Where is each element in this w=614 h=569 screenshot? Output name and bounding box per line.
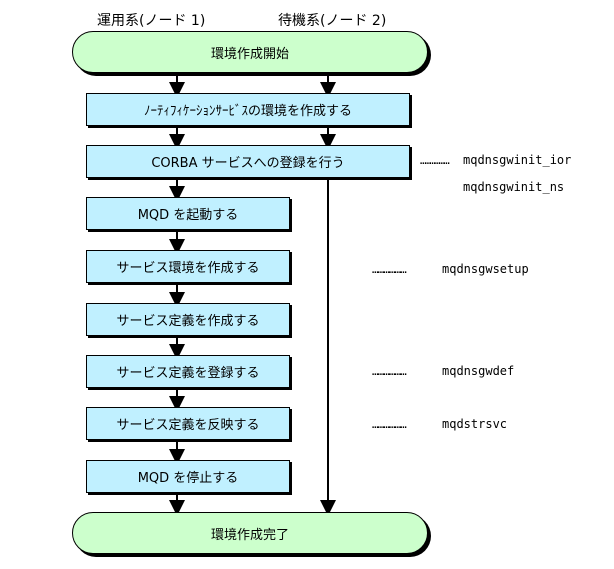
end-label: 環境作成完了 — [210, 527, 289, 543]
leader-dots-svc: ……………… — [372, 418, 407, 431]
step-service-apply: サービス定義を反映する — [86, 407, 290, 440]
cmd-svc: mqdstrsvc — [442, 417, 508, 431]
step-mqd-stop: MQD を停止する — [86, 460, 290, 493]
step-mqd-start: MQD を起動する — [86, 197, 290, 230]
step-corba-register: CORBA サービスへの登録を行う — [86, 145, 410, 178]
step-service-env-label: サービス環境を作成する — [116, 261, 260, 276]
cmd-def: mqdnsgwdef — [442, 364, 515, 378]
cmd-corba-ns: mqdnsgwinit_ns — [463, 180, 565, 194]
step-service-env: サービス環境を作成する — [86, 250, 290, 283]
step-mqd-start-label: MQD を起動する — [137, 208, 239, 223]
step-service-def: サービス定義を作成する — [86, 303, 290, 336]
start-terminal: 環境作成開始 — [72, 31, 428, 73]
start-label: 環境作成開始 — [210, 46, 289, 62]
header-node2: 待機系(ノード 2) — [278, 13, 387, 29]
end-terminal: 環境作成完了 — [72, 512, 428, 554]
step-notification-label: ﾉｰﾃｨﾌｨｹｰｼｮﾝｻｰﾋﾞｽの環境を作成する — [143, 104, 352, 119]
step-corba-label: CORBA サービスへの登録を行う — [151, 156, 345, 171]
header-node1: 運用系(ノード 1) — [97, 13, 206, 29]
step-service-def-label: サービス定義を作成する — [116, 314, 260, 329]
step-service-apply-label: サービス定義を反映する — [116, 418, 260, 433]
step-notification-env: ﾉｰﾃｨﾌｨｹｰｼｮﾝｻｰﾋﾞｽの環境を作成する — [86, 93, 410, 126]
step-service-reg-label: サービス定義を登録する — [116, 366, 260, 381]
leader-dots-def: ……………… — [372, 365, 407, 378]
leader-dots-corba: ……………… — [420, 154, 450, 167]
step-mqd-stop-label: MQD を停止する — [137, 471, 239, 486]
leader-dots-setup: ……………… — [372, 263, 407, 276]
cmd-setup: mqdnsgwsetup — [442, 262, 529, 276]
step-service-reg: サービス定義を登録する — [86, 355, 290, 388]
cmd-corba-ior: mqdnsgwinit_ior — [463, 153, 572, 167]
